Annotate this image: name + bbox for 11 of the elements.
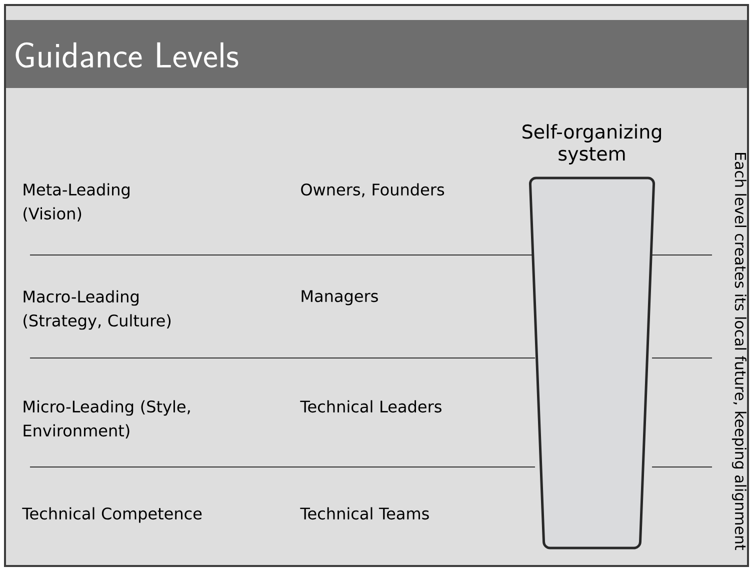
level-label: Owners, Founders — [301, 183, 444, 198]
level-label: Technical Competence — [22, 507, 202, 523]
level-label: Macro-Leading (Strategy, Culture) — [24, 290, 171, 330]
level-label: Micro-Leading (Style, Environment) — [24, 400, 190, 438]
level-label: Technical Teams — [300, 507, 429, 520]
side-note: Each level creates its local future, keeping alignment — [732, 153, 746, 550]
level-label: Technical Leaders — [300, 400, 442, 413]
level-label: Managers — [302, 290, 378, 306]
title-band: Guidance Levels — [6, 20, 747, 88]
level-label: Meta-Leading (Vision) — [24, 183, 130, 222]
node-label: Self-organizing system — [522, 124, 662, 164]
